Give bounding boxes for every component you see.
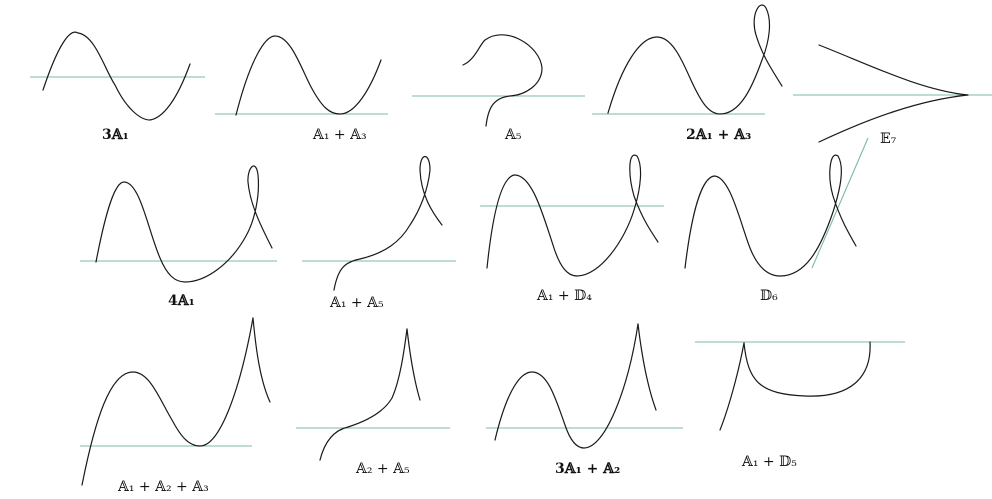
curve (333, 155, 443, 291)
panel-D6 (684, 137, 869, 277)
curve (818, 94, 969, 143)
curve (743, 341, 871, 397)
panel-2A1-A3 (592, 4, 783, 115)
panel-4A1 (80, 165, 277, 283)
label-A1-D4: 𝔸₁ + 𝔻₄ (537, 288, 592, 304)
label-3A1: 3𝔸₁ (102, 127, 129, 143)
curve (637, 323, 657, 411)
label-A1-A5: 𝔸₁ + 𝔸₅ (330, 295, 384, 311)
curve (95, 165, 273, 283)
label-2A1-A3: 2𝔸₁ + 𝔸₃ (686, 127, 752, 143)
panel-E7 (793, 44, 992, 143)
label-E7: 𝔼₇ (880, 131, 897, 147)
panel-A1-A2-A3 (80, 317, 271, 486)
curve (818, 44, 969, 96)
curve (607, 4, 783, 115)
curve (684, 154, 857, 277)
panel-A1-D4 (480, 154, 664, 277)
label-A1-D5: 𝔸₁ + 𝔻₅ (742, 454, 797, 470)
panel-A1-A3 (215, 35, 388, 116)
horizontal-line (811, 137, 869, 269)
label-4A1: 4𝔸₁ (168, 293, 195, 309)
curve (252, 317, 271, 403)
panel-3A1 (30, 31, 205, 121)
curve (42, 31, 191, 121)
label-D6: 𝔻₆ (760, 288, 778, 304)
curve (462, 34, 543, 127)
label-A1-A3: 𝔸₁ + 𝔸₃ (313, 127, 367, 143)
curve (719, 342, 745, 431)
label-A1-A2-A3: 𝔸₁ + 𝔸₂ + 𝔸₃ (118, 479, 209, 495)
curve (319, 328, 408, 461)
curve (486, 154, 659, 277)
curve (235, 35, 382, 116)
panel-A1-D5 (695, 341, 905, 431)
curve (406, 328, 421, 401)
label-A2-A5: 𝔸₂ + 𝔸₅ (356, 461, 410, 477)
curve (494, 323, 639, 449)
panel-A2-A5 (296, 328, 450, 461)
panel-3A1-A2 (486, 323, 683, 449)
curve (81, 317, 254, 486)
label-A5: 𝔸₅ (505, 127, 522, 143)
panel-A1-A5 (302, 155, 456, 291)
panel-A5 (412, 34, 585, 127)
label-3A1-A2: 3𝔸₁ + 𝔸₂ (555, 461, 621, 477)
